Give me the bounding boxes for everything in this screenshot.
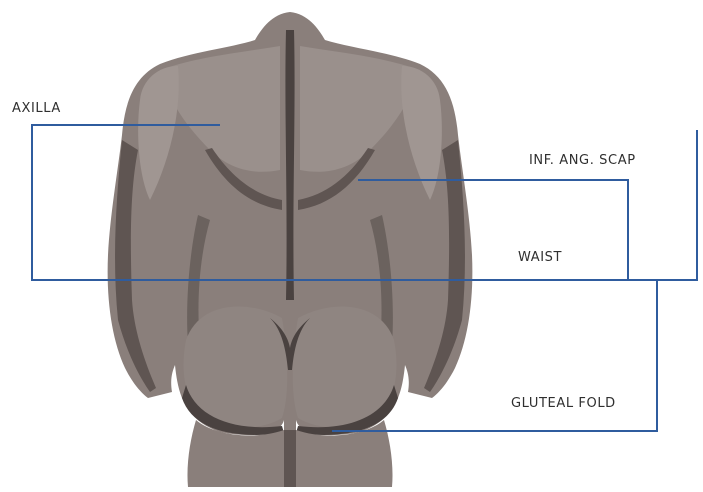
spine-groove [285,30,294,300]
inf-ang-scap-label: INF. ANG. SCAP [529,153,636,169]
waist-label: WAIST [518,250,562,266]
torso-back-figure [108,12,473,487]
axilla-label: AXILLA [12,101,61,117]
leg-gap [284,430,296,487]
gluteal-fold-label: GLUTEAL FOLD [511,396,616,412]
